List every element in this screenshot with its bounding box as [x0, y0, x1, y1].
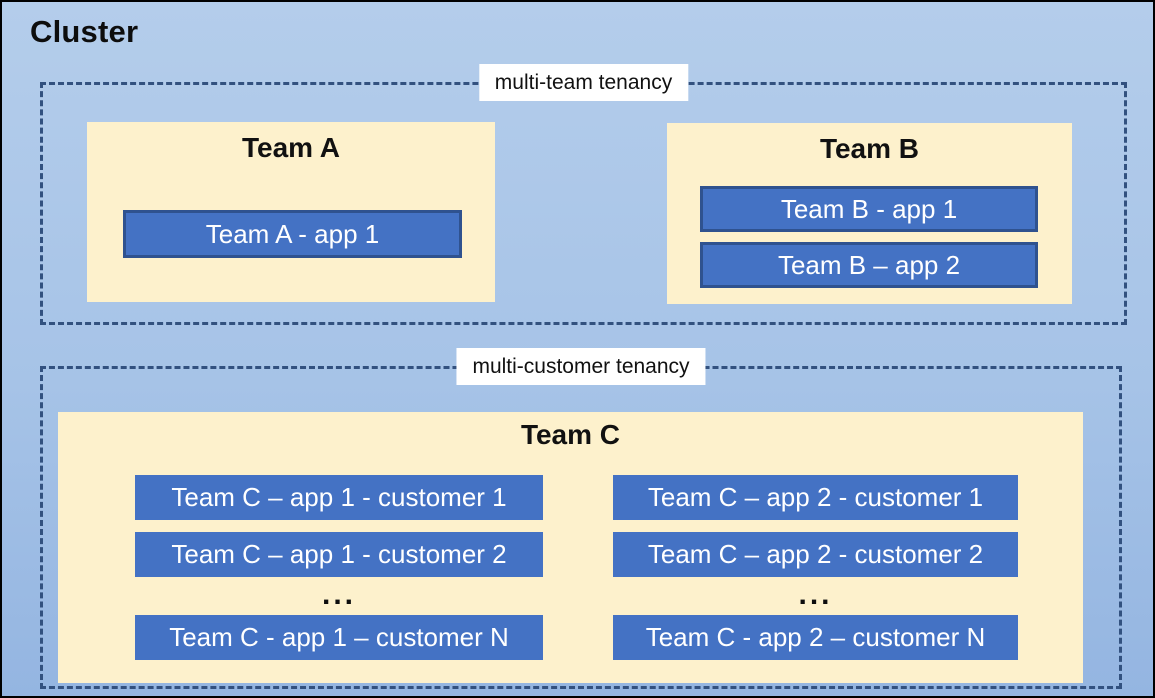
team-c-app2-customer-n-box: Team C - app 2 – customer N [613, 615, 1018, 660]
team-b-title: Team B [819, 133, 920, 164]
multi-customer-tenancy-label: multi-customer tenancy [456, 348, 706, 386]
team-c-app1-customer-2-box: Team C – app 1 - customer 2 [135, 532, 543, 577]
team-a-panel: Team A Team A - app 1 [87, 122, 495, 302]
team-c-app2-customer-1-box: Team C – app 2 - customer 1 [613, 475, 1018, 520]
team-a-title: Team A [241, 132, 341, 163]
team-c-app1-ellipsis: ... [321, 578, 356, 611]
cluster-title: Cluster [30, 14, 139, 49]
multi-team-tenancy-label: multi-team tenancy [478, 64, 689, 102]
multi-team-tenancy-group: multi-team tenancy Team A Team A - app 1… [40, 64, 1127, 325]
team-b-panel: Team B Team B - app 1 Team B – app 2 [667, 123, 1072, 304]
team-c-app1-customer-1-box: Team C – app 1 - customer 1 [135, 475, 543, 520]
team-c-app1-customer-n-box: Team C - app 1 – customer N [135, 615, 543, 660]
team-a-app-1-box: Team A - app 1 [123, 210, 462, 258]
team-c-title: Team C [520, 419, 621, 450]
team-c-app2-customer-2-box: Team C – app 2 - customer 2 [613, 532, 1018, 577]
team-c-app2-ellipsis: ... [798, 578, 833, 611]
multi-customer-tenancy-group: multi-customer tenancy Team C Team C – a… [40, 348, 1122, 689]
team-b-app-1-box: Team B - app 1 [700, 186, 1038, 232]
team-c-panel: Team C Team C – app 1 - customer 1 Team … [58, 412, 1083, 683]
team-b-app-2-box: Team B – app 2 [700, 242, 1038, 288]
